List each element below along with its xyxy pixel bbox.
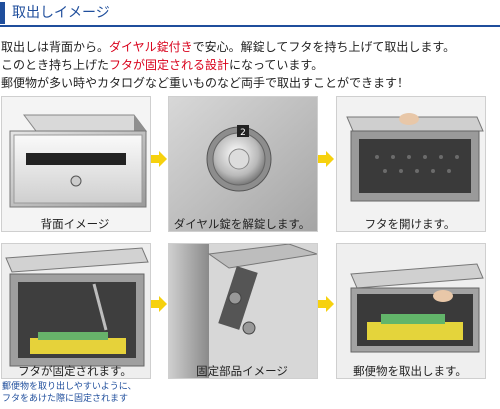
caption-step-2: ダイヤル錠を解錠します。 — [173, 217, 311, 231]
intro-line-2-c: になっています。 — [229, 58, 324, 72]
intro-line-2-a: このとき持ち上げた — [1, 58, 110, 72]
photo-open-lid — [336, 96, 486, 232]
intro-line-1-c: で安心。解錠してフタを持ち上げて取出します。 — [192, 40, 456, 54]
arrow-right-icon — [151, 151, 167, 167]
header-accent-bar — [0, 2, 5, 24]
note-line-1: 郵便物を取り出しやすいように、 — [2, 382, 137, 392]
dial-number: 2 — [240, 128, 246, 138]
caption-step-6: 郵便物を取出します。 — [353, 364, 467, 378]
intro-line-1-highlight: ダイヤル錠付き — [109, 40, 193, 54]
intro-line-1: 取出しは背面から。ダイヤル錠付きで安心。解錠してフタを持ち上げて取出します。 — [1, 38, 499, 56]
arrow-right-icon — [151, 296, 167, 312]
photo-fixing-part — [168, 243, 318, 379]
intro-line-2-highlight: フタが固定される設計 — [109, 58, 230, 72]
photo-take-mail — [336, 243, 486, 379]
header-rule — [0, 25, 500, 27]
caption-step-4: フタが固定されます。 — [18, 364, 132, 378]
caption-step-5: 固定部品イメージ — [196, 364, 288, 378]
intro-text: 取出しは背面から。ダイヤル錠付きで安心。解錠してフタを持ち上げて取出します。 こ… — [1, 38, 499, 92]
intro-line-3: 郵便物が多い時やカタログなど重いものなど両手で取出すことができます！ — [1, 76, 410, 90]
caption-step-1: 背面イメージ — [40, 217, 110, 231]
fixing-note: 郵便物を取り出しやすいように、 フタをあけた際に固定されます — [2, 381, 172, 405]
caption-step-3: フタを開けます。 — [364, 217, 456, 231]
note-line-2: フタをあけた際に固定されます — [2, 394, 129, 404]
section-header: 取出しイメージ — [0, 0, 500, 27]
intro-line-1-a: 取出しは背面から。 — [1, 40, 110, 54]
arrow-right-icon — [318, 296, 334, 312]
photo-dial-lock: 2 — [168, 96, 318, 232]
section-title: 取出しイメージ — [12, 5, 110, 21]
arrow-right-icon — [318, 151, 334, 167]
photo-rear-view — [1, 96, 151, 232]
intro-line-2: このとき持ち上げたフタが固定される設計になっています。 — [1, 56, 499, 74]
photo-lid-fixed — [1, 243, 151, 379]
